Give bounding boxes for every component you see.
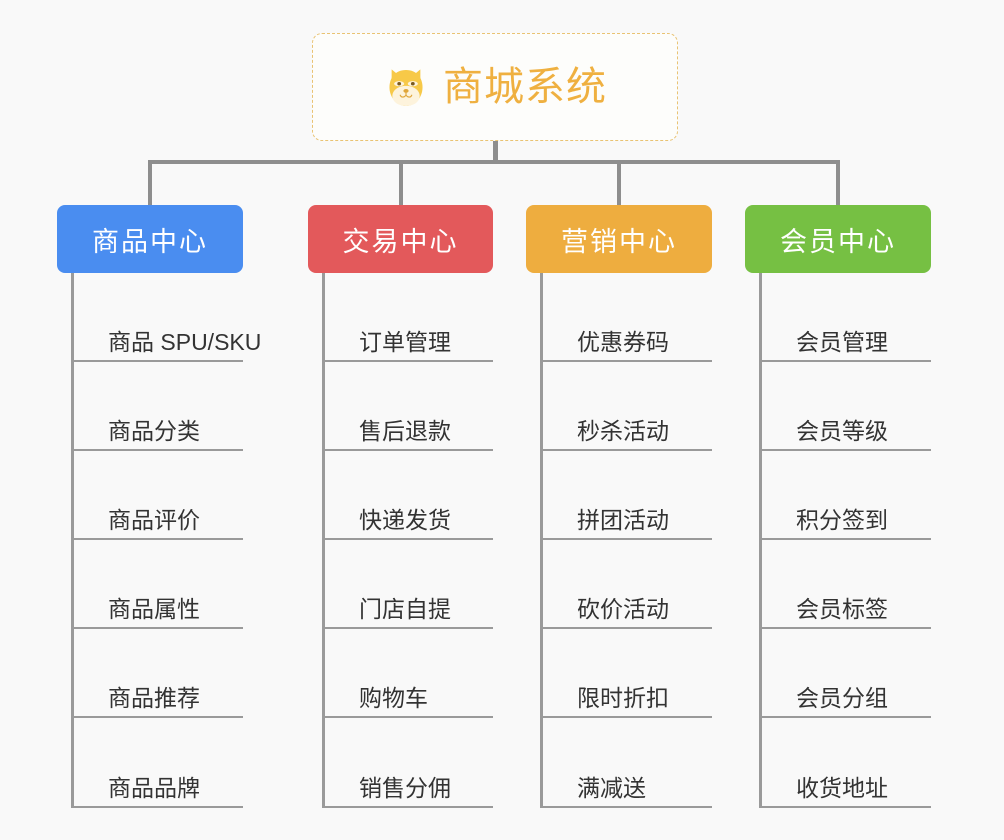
leaf-item[interactable]: 门店自提 (325, 540, 493, 629)
leaf-label: 积分签到 (796, 506, 888, 533)
leaf-item[interactable]: 购物车 (325, 629, 493, 718)
column-product-center: 商品中心 商品 SPU/SKU 商品分类 商品评价 商品属性 商品推荐 商品品牌 (57, 205, 261, 808)
column-member-center: 会员中心 会员管理 会员等级 积分签到 会员标签 会员分组 收货地址 (745, 205, 931, 808)
leaf-label: 会员标签 (796, 595, 888, 622)
column-marketing-center: 营销中心 优惠券码 秒杀活动 拼团活动 砍价活动 限时折扣 满减送 (526, 205, 712, 808)
leaf-item[interactable]: 限时折扣 (543, 629, 712, 718)
leaf-item[interactable]: 商品推荐 (74, 629, 243, 718)
connector-horizontal-bus (148, 160, 840, 164)
leaf-label: 商品分类 (108, 417, 200, 444)
leaf-label: 会员管理 (796, 328, 888, 355)
leaf-item[interactable]: 商品 SPU/SKU (74, 273, 261, 362)
column-trade-center: 交易中心 订单管理 售后退款 快递发货 门店自提 购物车 销售分佣 (308, 205, 493, 808)
category-header-member-center[interactable]: 会员中心 (745, 205, 931, 273)
leaf-label: 秒杀活动 (577, 417, 669, 444)
leaf-item[interactable]: 商品评价 (74, 451, 243, 540)
leaf-item[interactable]: 优惠券码 (543, 273, 712, 362)
leaf-item[interactable]: 售后退款 (325, 362, 493, 451)
leaf-label: 门店自提 (359, 595, 451, 622)
leaf-item[interactable]: 商品分类 (74, 362, 243, 451)
leaf-item[interactable]: 满减送 (543, 718, 712, 808)
root-title: 商城系统 (443, 65, 607, 109)
leaf-label: 优惠券码 (577, 328, 669, 355)
connector-drop-product-center (148, 160, 152, 206)
category-header-product-center[interactable]: 商品中心 (57, 205, 243, 273)
dog-face-icon (383, 65, 429, 111)
leaf-list-trade-center: 订单管理 售后退款 快递发货 门店自提 购物车 销售分佣 (322, 273, 493, 808)
leaf-item[interactable]: 拼团活动 (543, 451, 712, 540)
leaf-label: 限时折扣 (577, 684, 669, 711)
leaf-list-product-center: 商品 SPU/SKU 商品分类 商品评价 商品属性 商品推荐 商品品牌 (71, 273, 261, 808)
leaf-item[interactable]: 快递发货 (325, 451, 493, 540)
leaf-item[interactable]: 销售分佣 (325, 718, 493, 808)
leaf-label: 会员分组 (796, 684, 888, 711)
connector-drop-trade-center (399, 160, 403, 206)
leaf-label: 砍价活动 (577, 595, 669, 622)
leaf-label: 会员等级 (796, 417, 888, 444)
leaf-label: 商品 SPU/SKU (108, 328, 262, 355)
leaf-label: 销售分佣 (359, 774, 451, 801)
leaf-item[interactable]: 收货地址 (762, 718, 931, 808)
leaf-label: 购物车 (359, 684, 428, 711)
category-label: 营销中心 (561, 226, 677, 257)
leaf-label: 订单管理 (359, 328, 451, 355)
root-node[interactable]: 商城系统 (312, 33, 678, 141)
leaf-label: 满减送 (577, 774, 646, 801)
connector-drop-marketing-center (617, 160, 621, 206)
leaf-item[interactable]: 会员分组 (762, 629, 931, 718)
leaf-item[interactable]: 会员等级 (762, 362, 931, 451)
leaf-item[interactable]: 秒杀活动 (543, 362, 712, 451)
connector-drop-member-center (836, 160, 840, 206)
category-label: 会员中心 (780, 226, 896, 257)
leaf-item[interactable]: 商品属性 (74, 540, 243, 629)
leaf-list-member-center: 会员管理 会员等级 积分签到 会员标签 会员分组 收货地址 (759, 273, 931, 808)
leaf-label: 拼团活动 (577, 506, 669, 533)
category-label: 商品中心 (92, 226, 208, 257)
category-header-trade-center[interactable]: 交易中心 (308, 205, 493, 273)
leaf-item[interactable]: 商品品牌 (74, 718, 243, 808)
category-label: 交易中心 (342, 226, 459, 257)
category-header-marketing-center[interactable]: 营销中心 (526, 205, 712, 273)
leaf-item[interactable]: 订单管理 (325, 273, 493, 362)
leaf-label: 收货地址 (796, 774, 888, 801)
leaf-list-marketing-center: 优惠券码 秒杀活动 拼团活动 砍价活动 限时折扣 满减送 (540, 273, 712, 808)
leaf-label: 商品属性 (108, 595, 200, 622)
leaf-item[interactable]: 积分签到 (762, 451, 931, 540)
leaf-label: 商品品牌 (108, 774, 200, 801)
leaf-label: 商品推荐 (108, 684, 200, 711)
leaf-label: 快递发货 (359, 506, 451, 533)
leaf-item[interactable]: 会员标签 (762, 540, 931, 629)
connector-root-stem (493, 141, 498, 163)
leaf-label: 商品评价 (108, 506, 200, 533)
leaf-item[interactable]: 会员管理 (762, 273, 931, 362)
leaf-label: 售后退款 (359, 417, 451, 444)
leaf-item[interactable]: 砍价活动 (543, 540, 712, 629)
